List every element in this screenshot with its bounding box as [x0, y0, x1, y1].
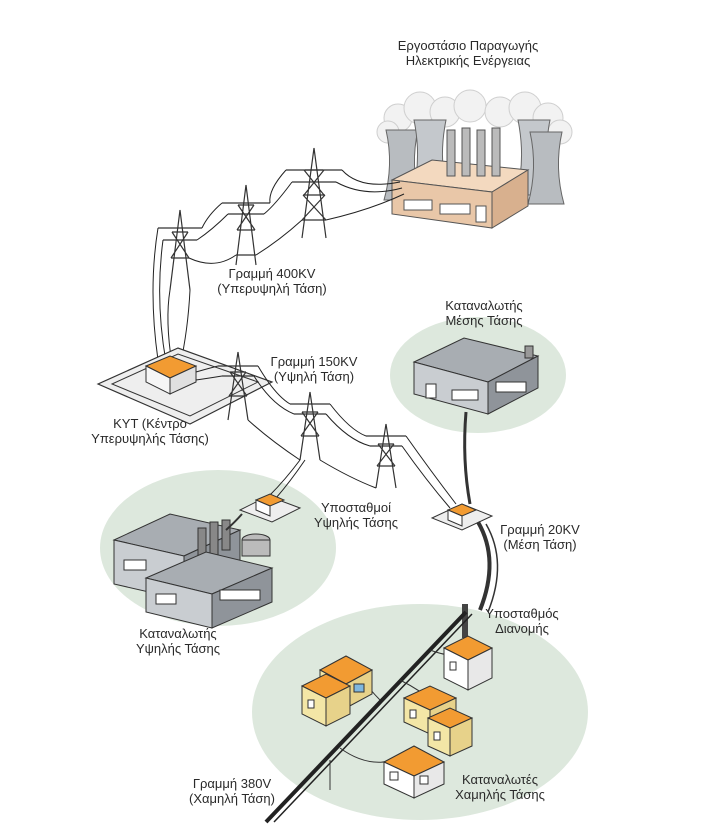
cable-high-consumer — [225, 513, 243, 531]
tower-400kv — [222, 184, 270, 266]
line-400kv-label-line2: (Υπερυψηλή Τάση) — [217, 281, 327, 296]
tower-400kv — [286, 147, 342, 239]
distribution-label-line1: Υποσταθμός — [485, 606, 559, 621]
wires-380v — [273, 613, 473, 823]
cooling-tower — [527, 131, 565, 205]
line-20kv-label: Γραμμή 20KV (Μέση Τάση) — [500, 522, 580, 552]
hv-substation-right — [430, 503, 494, 531]
kyt-label-line1: ΚΥΤ (Κέντρο — [113, 416, 187, 431]
kyt-label-line2: Υπερυψηλής Τάσης) — [91, 431, 209, 446]
plant-label: Εργοστάσιο Παραγωγής Ηλεκτρικής Ενέργεια… — [398, 38, 539, 68]
kyt-substation — [96, 347, 274, 425]
house — [300, 673, 352, 727]
medium-consumer-label: Καταναλωτής Μέσης Τάσης — [445, 298, 522, 328]
smokestack — [476, 129, 486, 177]
line-150kv-label-line1: Γραμμή 150KV — [270, 354, 358, 369]
high-consumer-label-line1: Καταναλωτής — [139, 626, 217, 641]
wires-20kv — [476, 520, 492, 611]
plant-windows — [403, 199, 433, 211]
medium-consumer-label-line1: Καταναλωτής — [445, 298, 523, 313]
plant-door — [475, 205, 487, 223]
hv-substations-label-line1: Υποσταθμοί — [320, 500, 391, 515]
line-20kv-label-line2: (Μέση Τάση) — [503, 537, 577, 552]
power-plant — [376, 89, 573, 229]
plant-side — [491, 169, 529, 229]
house — [382, 745, 446, 799]
distribution-label-line2: Διανομής — [495, 621, 549, 636]
plant-label-line2: Ηλεκτρικής Ενέργειας — [405, 53, 531, 68]
cable-medium-consumer — [463, 411, 472, 505]
smokestack — [446, 129, 456, 177]
medium-consumer-building — [412, 337, 540, 415]
line-380v-label-line1: Γραμμή 380V — [192, 776, 272, 791]
line-150kv-label: Γραμμή 150KV (Υψηλή Τάση) — [271, 354, 358, 384]
tower-400kv — [158, 209, 202, 291]
high-consumer-label-line2: Υψηλής Τάσης — [135, 641, 221, 656]
hv-substations-label: Υποσταθμοί Υψηλής Τάσης — [314, 500, 398, 530]
low-consumers-label-line2: Χαμηλής Τάσης — [455, 787, 545, 802]
house — [442, 635, 494, 691]
line-150kv-label-line2: (Υψηλή Τάση) — [273, 369, 355, 384]
plant-label-line1: Εργοστάσιο Παραγωγής — [397, 38, 539, 53]
house — [426, 707, 474, 757]
tower-150kv — [366, 423, 406, 489]
line-400kv-label-line1: Γραμμή 400KV — [228, 266, 316, 281]
line-380v-label: Γραμμή 380V (Χαμηλή Τάση) — [189, 776, 275, 806]
hv-substation-left — [238, 493, 302, 523]
line-380v-label-line2: (Χαμηλή Τάση) — [189, 791, 275, 806]
smokestack — [461, 127, 471, 177]
high-consumer-building — [112, 513, 274, 629]
wires-150kv — [195, 365, 457, 509]
smokestack — [491, 127, 501, 177]
high-consumer-label: Καταναλωτής Υψηλής Τάσης — [136, 626, 220, 656]
kyt-label: ΚΥΤ (Κέντρο Υπερυψηλής Τάσης) — [91, 416, 209, 446]
wires-380v — [264, 610, 468, 824]
line-20kv-label-line1: Γραμμή 20KV — [500, 522, 580, 537]
tower-150kv — [218, 351, 258, 421]
medium-consumer-label-line2: Μέσης Τάσης — [445, 313, 523, 328]
distribution-label: Υποσταθμός Διανομής — [485, 606, 558, 636]
hv-substations-label-line2: Υψηλής Τάσης — [313, 515, 399, 530]
plant-windows — [439, 203, 471, 215]
low-consumers-label: Καταναλωτές Χαμηλής Τάσης — [455, 772, 545, 802]
line-400kv-label: Γραμμή 400KV (Υπερυψηλή Τάση) — [217, 266, 326, 296]
wires-20kv — [485, 523, 499, 613]
tower-150kv — [290, 391, 330, 461]
low-consumers-label-line1: Καταναλωτές — [462, 772, 538, 787]
